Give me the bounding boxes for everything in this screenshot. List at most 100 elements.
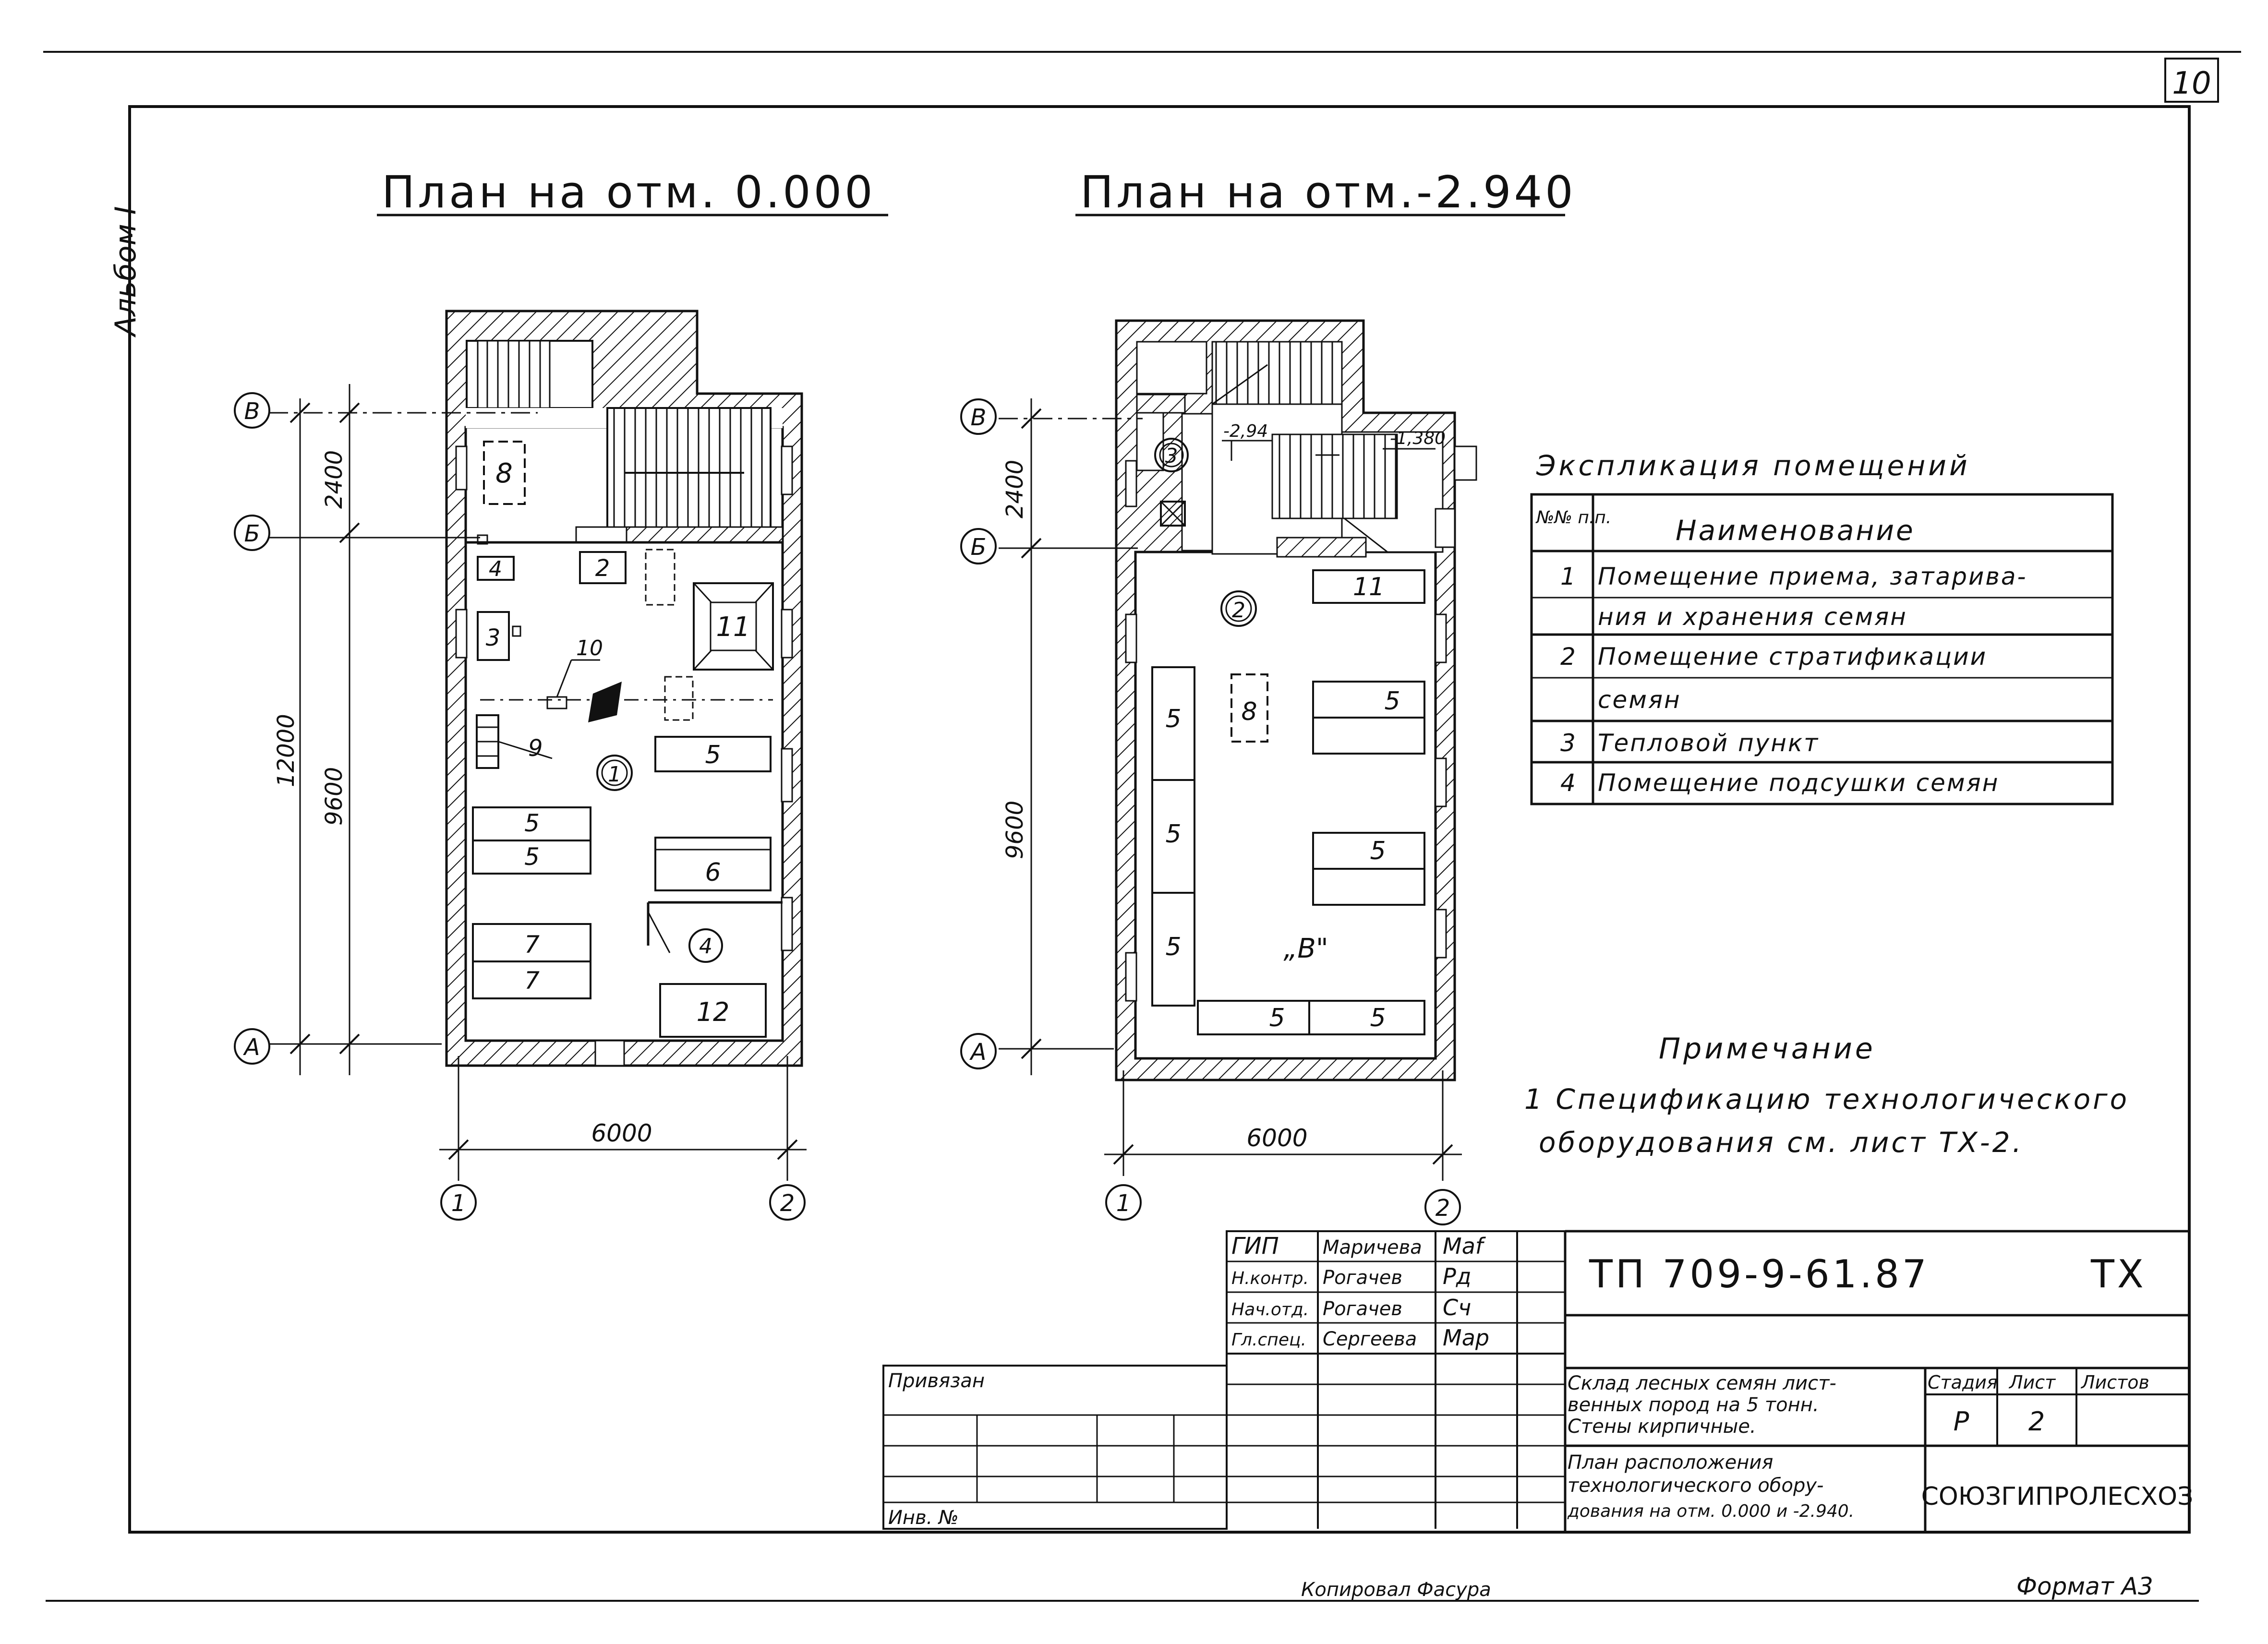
p1-axis-1: 1 bbox=[451, 1190, 466, 1217]
p1-axis-2: 2 bbox=[780, 1190, 795, 1217]
p2-dim-9600: 9600 bbox=[1001, 801, 1028, 859]
doc-code: ТП 709-9-61.87 bbox=[1589, 1252, 1930, 1296]
p2-axis-B: Б bbox=[971, 534, 987, 561]
explication-row-1-name2: ния и хранения семян bbox=[1598, 603, 1907, 631]
explication-col-no: №№ п.п. bbox=[1535, 508, 1611, 528]
role-2: Н.контр. bbox=[1231, 1269, 1309, 1288]
sheet-number: 10 bbox=[2172, 66, 2211, 101]
explication-row-1-no: 1 bbox=[1560, 563, 1576, 590]
signature-1: Маf bbox=[1443, 1233, 1486, 1259]
sheet-value: 2 bbox=[2028, 1406, 2045, 1437]
role-3: Нач.отд. bbox=[1231, 1300, 1309, 1320]
p1-label-8: 8 bbox=[495, 458, 513, 489]
p2-label-5-r2: 5 bbox=[1370, 837, 1386, 865]
attached-label: Привязан bbox=[888, 1370, 985, 1392]
p1-label-5a: 5 bbox=[524, 809, 540, 837]
p2-axis-V: В bbox=[971, 404, 987, 431]
copied-by: Копировал Фасура bbox=[1301, 1579, 1491, 1601]
p2-mark-2: -1,380 bbox=[1390, 429, 1446, 448]
explication-table: Экспликация помещений №№ п.п. Наименован… bbox=[1530, 449, 2114, 805]
signature-2: Рд bbox=[1443, 1263, 1472, 1289]
explication-row-4-no: 4 bbox=[1560, 769, 1576, 797]
title-block: ГИП Н.контр. Нач.отд. Гл.спец. Маричева … bbox=[882, 1230, 2194, 1532]
p1-label-4: 4 bbox=[489, 557, 502, 581]
plan1-dimensions: В Б А 2400 9600 12000 6000 1 2 bbox=[234, 384, 807, 1221]
p1-axis-V: В bbox=[244, 398, 260, 425]
p2-label-8: 8 bbox=[1241, 697, 1257, 726]
plan1-stair bbox=[575, 407, 784, 543]
inventory-label: Инв. № bbox=[888, 1507, 959, 1529]
note-block: Примечание 1 Спецификацию технологическо… bbox=[1524, 1032, 2129, 1159]
name-3: Рогачев bbox=[1323, 1298, 1402, 1320]
sheet-frame: 10 Альбом I Копировал Фасура Формат А3 bbox=[43, 51, 2241, 1602]
explication-title: Экспликация помещений bbox=[1536, 449, 1970, 482]
explication-row-4-name: Помещение подсушки семян bbox=[1598, 769, 1999, 797]
p1-label-11: 11 bbox=[716, 612, 750, 643]
doc-title-line-3: дования на отм. 0.000 и -2.940. bbox=[1567, 1501, 1854, 1521]
p1-label-10: 10 bbox=[576, 636, 603, 660]
p2-label-5-b1: 5 bbox=[1269, 1004, 1285, 1032]
p2-label-v: „В" bbox=[1283, 933, 1328, 964]
note-line-2: оборудования см. лист ТХ-2. bbox=[1539, 1126, 2024, 1159]
explication-row-3-name: Тепловой пункт bbox=[1598, 729, 1819, 757]
signature-4: Мар bbox=[1443, 1325, 1489, 1351]
p2-room-2: 2 bbox=[1232, 598, 1245, 623]
explication-row-2-name2: семян bbox=[1598, 686, 1681, 714]
p1-dim-6000: 6000 bbox=[591, 1119, 652, 1147]
p2-label-5-v3: 5 bbox=[1165, 933, 1181, 961]
p2-label-5-v1: 5 bbox=[1165, 705, 1181, 733]
p1-label-9: 9 bbox=[528, 735, 543, 762]
p1-label-3: 3 bbox=[486, 624, 501, 651]
p1-dim-2400: 2400 bbox=[321, 450, 348, 509]
stage-value: Р bbox=[1954, 1406, 1969, 1437]
explication-row-2-no: 2 bbox=[1560, 643, 1576, 671]
explication-row-1-name: Помещение приема, затарива- bbox=[1598, 563, 2027, 590]
p1-axis-A: А bbox=[243, 1034, 260, 1061]
p1-label-2: 2 bbox=[595, 555, 610, 582]
doc-title-line-1: План расположения bbox=[1568, 1452, 1773, 1474]
plan-0000: План на отм. 0.000 bbox=[234, 167, 888, 1221]
note-line-1: 1 Спецификацию технологического bbox=[1524, 1083, 2129, 1116]
format-label: Формат А3 bbox=[2016, 1572, 2153, 1600]
p1-label-7a: 7 bbox=[524, 931, 540, 959]
p1-dim-12000: 12000 bbox=[273, 714, 300, 787]
plan2-dimensions: В Б А 2400 9600 6000 1 2 bbox=[960, 398, 1462, 1225]
explication-row-2-name: Помещение стратификации bbox=[1598, 643, 1987, 671]
p1-room-1: 1 bbox=[608, 762, 621, 787]
name-1: Маричева bbox=[1323, 1236, 1422, 1259]
role-1: ГИП bbox=[1231, 1233, 1279, 1260]
note-title: Примечание bbox=[1659, 1032, 1876, 1066]
object-line-2: венных пород на 5 тонн. bbox=[1568, 1394, 1819, 1416]
doc-mark: ТХ bbox=[2090, 1252, 2147, 1296]
plan1-partitions bbox=[466, 541, 783, 953]
plan2-walls bbox=[1115, 319, 1477, 1081]
p2-label-5-b2: 5 bbox=[1370, 1004, 1386, 1032]
org-name: СОЮЗГИПРОЛЕСХОЗ bbox=[1921, 1482, 2194, 1511]
p2-label-5-v2: 5 bbox=[1165, 820, 1181, 849]
p2-axis-2: 2 bbox=[1436, 1195, 1450, 1222]
p1-label-5-right: 5 bbox=[705, 741, 721, 769]
p2-dim-2400: 2400 bbox=[1001, 460, 1028, 518]
p1-label-5b: 5 bbox=[524, 843, 540, 871]
p1-room-4: 4 bbox=[699, 934, 712, 959]
plan-minus-2940: План на отм.-2.940 bbox=[960, 167, 1576, 1225]
p2-axis-A: А bbox=[969, 1039, 987, 1066]
plan1-equipment: 8 4 2 3 11 10 9 bbox=[472, 441, 774, 1038]
album-label: Альбом I bbox=[109, 206, 143, 338]
p2-label-5-r1: 5 bbox=[1384, 687, 1400, 716]
p2-dim-6000: 6000 bbox=[1246, 1124, 1307, 1152]
signature-3: Сч bbox=[1443, 1295, 1471, 1320]
stage-label: Стадия bbox=[1928, 1372, 1998, 1393]
p2-mark-1: -2,94 bbox=[1223, 421, 1268, 441]
p1-label-7b: 7 bbox=[524, 967, 540, 995]
explication-row-3-no: 3 bbox=[1560, 729, 1576, 757]
plan1-title: План на отм. 0.000 bbox=[382, 167, 876, 218]
role-4: Гл.спец. bbox=[1231, 1330, 1306, 1350]
plan2-windows bbox=[1125, 460, 1447, 1002]
p2-label-11: 11 bbox=[1353, 573, 1385, 601]
name-4: Сергеева bbox=[1323, 1328, 1417, 1350]
p2-axis-1: 1 bbox=[1116, 1190, 1131, 1217]
plan2-title: План на отм.-2.940 bbox=[1080, 167, 1576, 218]
sheets-label: Листов bbox=[2080, 1372, 2149, 1393]
p1-label-6: 6 bbox=[705, 858, 721, 887]
